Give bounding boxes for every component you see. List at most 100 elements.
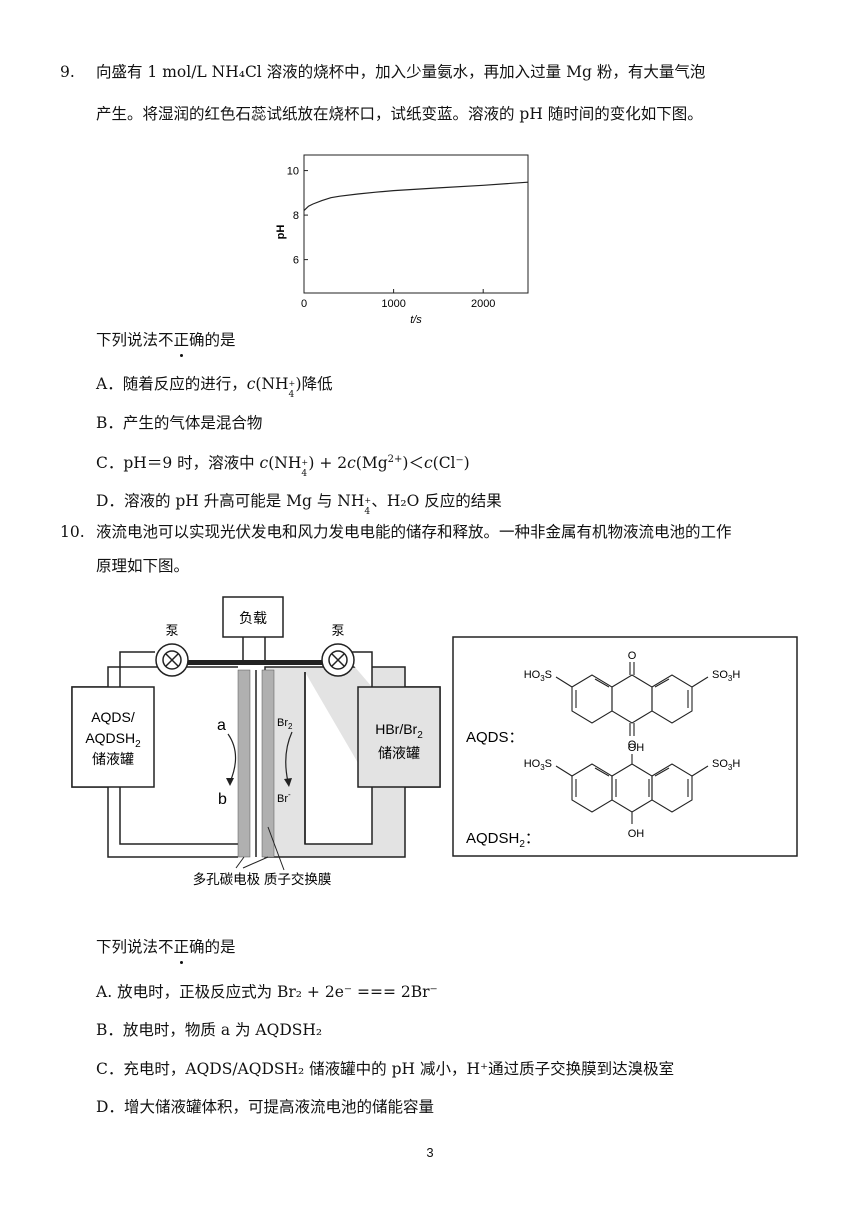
option-text: (NH bbox=[268, 454, 302, 472]
aqds-so3h: SO3H bbox=[712, 669, 740, 683]
pump-right-label: 泵 bbox=[331, 623, 344, 638]
option-text: 溶液的 pH 升高可能是 Mg 与 NH bbox=[123, 492, 365, 510]
left-inner-pipe bbox=[119, 651, 238, 845]
y-tick-label: 6 bbox=[293, 255, 299, 267]
option-label: C． bbox=[96, 454, 124, 472]
nh4-charge: +4 bbox=[301, 458, 309, 479]
prompt-text-post: 的是 bbox=[204, 938, 236, 956]
option-label: C． bbox=[96, 1060, 124, 1078]
x-tick-label: 0 bbox=[301, 298, 307, 310]
question-10-option-d: D．增大储液罐体积，可提高液流电池的储能容量 bbox=[96, 1097, 434, 1117]
option-text: )降低 bbox=[295, 375, 333, 393]
pump-left-label: 泵 bbox=[165, 623, 178, 638]
prompt-emphasis: 不正确 bbox=[158, 938, 205, 964]
option-text: 2+ bbox=[387, 453, 403, 465]
label-brm: Br- bbox=[277, 790, 291, 805]
option-text: 、H₂O 反应的结果 bbox=[371, 492, 502, 510]
nh4-charge: +4 bbox=[364, 496, 372, 517]
left-tank-line2: AQDSH2 bbox=[85, 730, 141, 750]
option-text: c bbox=[423, 454, 433, 472]
external-wire bbox=[172, 660, 332, 665]
question-10-stem-line2: 原理如下图。 bbox=[96, 557, 190, 575]
question-9-option-a: A．随着反应的进行，c(NH+4)降低 bbox=[96, 374, 333, 400]
arrow-a-to-b bbox=[227, 733, 237, 783]
page-number: 3 bbox=[426, 1145, 434, 1160]
ph-series-line bbox=[303, 181, 529, 212]
question-10-prompt: 下列说法不正确的是 bbox=[96, 937, 236, 964]
chart-frame bbox=[303, 154, 529, 294]
right-tank bbox=[357, 686, 441, 788]
arrow-br2-to-brm bbox=[285, 731, 293, 783]
label-br2: Br2 bbox=[277, 717, 293, 731]
option-text: pH＝9 时，溶液中 bbox=[123, 454, 260, 472]
pump-left-icon bbox=[155, 643, 189, 677]
right-tank-line2: 储液罐 bbox=[378, 745, 420, 761]
aqdsh2-label: AQDSH2： bbox=[466, 830, 540, 850]
label-a: a bbox=[217, 717, 226, 734]
option-text: c bbox=[246, 375, 256, 393]
aqds-label: AQDS： bbox=[466, 729, 524, 746]
porous-carbon-electrode-right bbox=[261, 669, 275, 858]
structures-panel: O O HO3S SO3H AQDS： OH OH HO3S SO3H AQDS… bbox=[452, 636, 798, 857]
left-tank-line3: 储液罐 bbox=[92, 751, 134, 767]
option-label: A. bbox=[96, 983, 118, 1001]
option-label: B． bbox=[96, 414, 123, 432]
question-10-option-b: B．放电时，物质 a 为 AQDSH₂ bbox=[96, 1020, 322, 1040]
question-10-stem-line1: 液流电池可以实现光伏发电和风力发电电能的储存和释放。一种非金属有机物液流电池的工… bbox=[96, 523, 732, 541]
nh4-charge: +4 bbox=[288, 379, 296, 400]
question-10-option-c: C．充电时，AQDS/AQDSH₂ 储液罐中的 pH 减小，H⁺通过质子交换膜到… bbox=[96, 1059, 674, 1079]
structures-border bbox=[452, 636, 798, 857]
y-tick-label: 8 bbox=[293, 210, 299, 222]
x-tick-label: 1000 bbox=[381, 298, 405, 310]
x-tick-label: 2000 bbox=[471, 298, 495, 310]
prompt-text-pre: 下列说法 bbox=[96, 938, 159, 956]
option-text: 增大储液罐体积，可提高液流电池的储能容量 bbox=[123, 1098, 434, 1116]
option-label: D． bbox=[96, 1098, 124, 1116]
option-text: ) + 2 bbox=[308, 454, 348, 472]
question-9-option-b: B．产生的气体是混合物 bbox=[96, 413, 262, 433]
question-9-stem-line2: 产生。将湿润的红色石蕊试纸放在烧杯口，试纸变蓝。溶液的 pH 随时间的变化如下图… bbox=[96, 105, 703, 123]
question-9-option-c: C．pH＝9 时，溶液中 c(NH+4) + 2c(Mg2+)＜c(Cl⁻) bbox=[96, 453, 470, 479]
y-axis-label: pH bbox=[275, 225, 287, 240]
option-text: 随着反应的进行， bbox=[122, 375, 247, 393]
load-box bbox=[222, 596, 284, 638]
option-text: c bbox=[259, 454, 269, 472]
prompt-text-post: 的是 bbox=[204, 331, 236, 349]
porous-carbon-electrode-left bbox=[237, 669, 251, 858]
pump-right-icon bbox=[321, 643, 355, 677]
flow-battery-diagram: AQDS/ AQDSH2 储液罐 HBr/Br2 储液罐 负载 泵 泵 a b … bbox=[71, 596, 441, 887]
aqdsh2-so3h: SO3H bbox=[712, 758, 740, 772]
option-text: 放电时，物质 a 为 AQDSH₂ bbox=[122, 1021, 323, 1039]
aqds-o-top: O bbox=[628, 650, 637, 662]
option-text: (Cl⁻) bbox=[432, 454, 470, 472]
option-text: c bbox=[347, 454, 356, 472]
option-label: D． bbox=[96, 492, 124, 510]
option-label: A． bbox=[96, 375, 123, 393]
aqds-ho3s: HO3S bbox=[524, 669, 552, 683]
question-9-prompt: 下列说法不正确的是 bbox=[96, 330, 236, 357]
aqds-structure bbox=[555, 662, 709, 736]
aqdsh2-oh-bottom: OH bbox=[628, 828, 645, 840]
diagram-caption: 多孔碳电极 质子交换膜 bbox=[193, 871, 332, 887]
question-9-number: 9. bbox=[60, 63, 75, 81]
option-text: (NH bbox=[255, 375, 289, 393]
question-10-number: 10. bbox=[60, 523, 85, 541]
option-text: 放电时，正极反应式为 Br₂ + 2e⁻ === 2Br⁻ bbox=[117, 983, 438, 1001]
aqdsh2-structure bbox=[555, 754, 709, 824]
option-text: )＜ bbox=[402, 454, 424, 472]
question-9-stem-line1: 向盛有 1 mol/L NH₄Cl 溶液的烧杯中，加入少量氨水，再加入过量 Mg… bbox=[96, 63, 706, 81]
label-b: b bbox=[218, 791, 227, 808]
option-text: (Mg bbox=[355, 454, 388, 472]
prompt-emphasis: 不正确 bbox=[158, 331, 205, 357]
load-label: 负载 bbox=[239, 610, 267, 626]
aqdsh2-oh-top: OH bbox=[628, 742, 645, 754]
aqds-o-bottom: O bbox=[628, 739, 637, 751]
aqdsh2-ho3s: HO3S bbox=[524, 758, 552, 772]
left-tank bbox=[71, 686, 155, 788]
left-tank-line1: AQDS/ bbox=[91, 709, 135, 725]
prompt-text-pre: 下列说法 bbox=[96, 331, 159, 349]
option-text: 充电时，AQDS/AQDSH₂ 储液罐中的 pH 减小，H⁺通过质子交换膜到达溴… bbox=[123, 1060, 675, 1078]
option-label: B． bbox=[96, 1021, 123, 1039]
option-text: 产生的气体是混合物 bbox=[122, 414, 263, 432]
